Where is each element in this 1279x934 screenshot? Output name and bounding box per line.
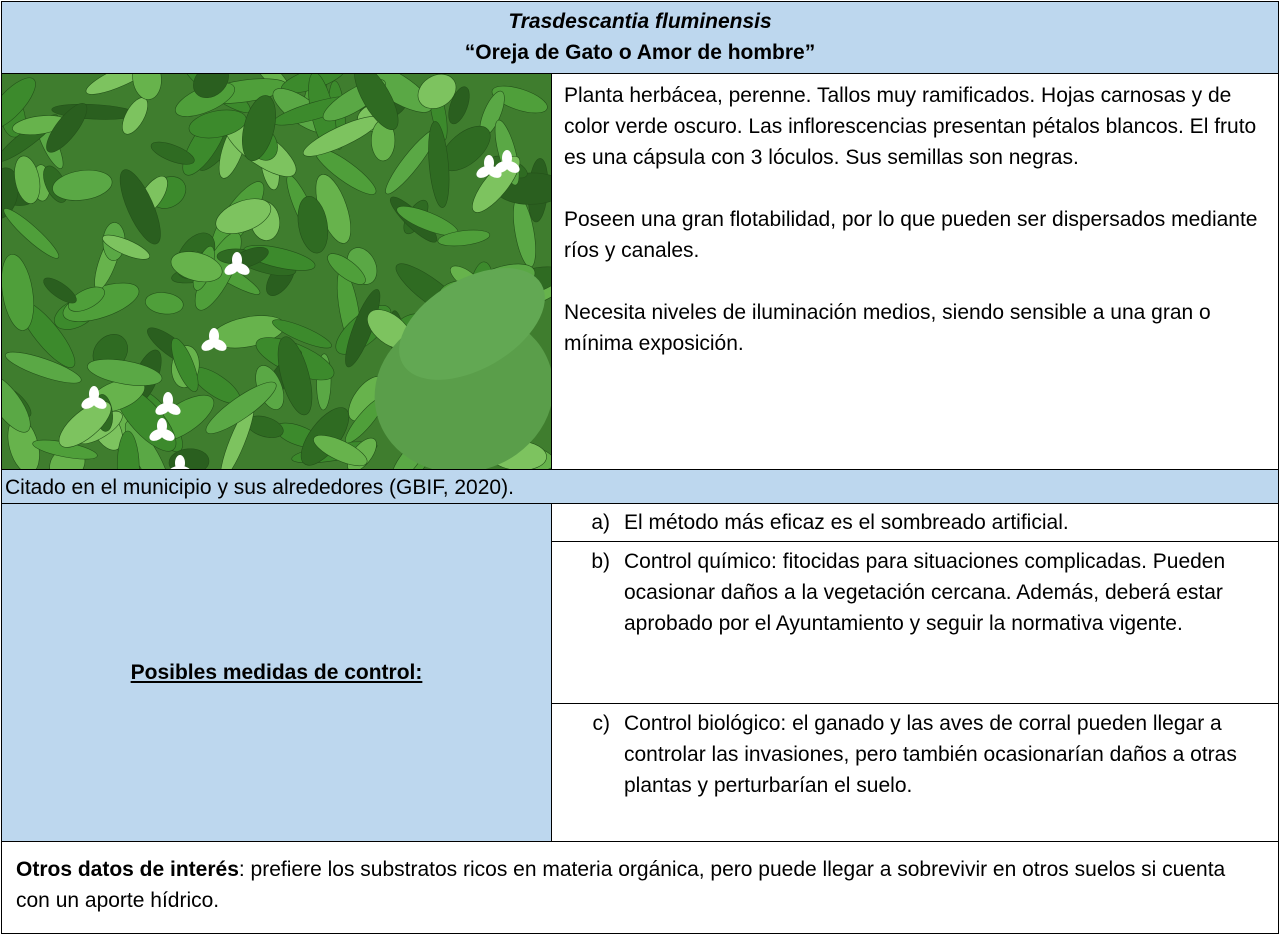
leaf-shape bbox=[14, 155, 41, 204]
leaf-shape bbox=[277, 336, 313, 416]
leaf-shape bbox=[428, 121, 450, 208]
white-flower bbox=[224, 252, 250, 275]
measure-marker: c) bbox=[592, 712, 611, 735]
leaf-shape bbox=[170, 251, 223, 283]
other-info-text: : prefiere los substratos ricos en mater… bbox=[16, 858, 1226, 912]
leaf-shape bbox=[85, 74, 155, 95]
leaf-shape bbox=[448, 86, 470, 125]
control-measure-a: a) El método más eficaz es el sombreado … bbox=[550, 503, 1279, 542]
leaf-shape bbox=[132, 74, 162, 100]
leaf-shape bbox=[2, 77, 36, 130]
leaf-shape bbox=[46, 103, 88, 153]
leaf-shape bbox=[150, 141, 195, 165]
measure-text: Control químico: fitocidas para situacio… bbox=[624, 550, 1226, 635]
leaf-shape bbox=[354, 74, 399, 130]
leaf-shape bbox=[119, 169, 161, 245]
description-paragraph: Necesita niveles de iluminación medios, … bbox=[564, 301, 1211, 355]
plant-photo-cell bbox=[1, 73, 552, 470]
species-title-cell: Trasdescantia fluminensis “Oreja de Gato… bbox=[0, 1, 1279, 74]
leaf-shape bbox=[58, 401, 112, 448]
leaf-shape bbox=[193, 74, 229, 99]
common-name: “Oreja de Gato o Amor de hombre” bbox=[464, 41, 816, 64]
other-info-cell: Otros datos de interés: prefiere los sub… bbox=[0, 841, 1279, 934]
description-paragraph: Poseen una gran flotabilidad, por lo que… bbox=[564, 208, 1258, 262]
leaf-shape bbox=[313, 434, 368, 467]
leaf-shape bbox=[272, 319, 332, 349]
leaf-shape bbox=[171, 337, 199, 392]
measure-text: Control biológico: el ganado y las aves … bbox=[624, 712, 1237, 797]
leaf-shape bbox=[491, 85, 548, 114]
leaf-shape bbox=[102, 234, 151, 260]
leaf-shape bbox=[2, 374, 31, 433]
control-measure-b: b) Control químico: fitocidas para situa… bbox=[550, 541, 1279, 704]
other-info-label: Otros datos de interés bbox=[16, 858, 239, 881]
white-flower bbox=[149, 418, 175, 441]
measure-marker: b) bbox=[591, 550, 610, 573]
leaf-shape bbox=[215, 198, 272, 234]
leaf-shape bbox=[116, 430, 140, 469]
leaf-shape bbox=[417, 74, 457, 109]
leaf-shape bbox=[345, 289, 381, 368]
leaf-shape bbox=[205, 381, 277, 434]
leaf-shape bbox=[327, 253, 366, 285]
leaf-shape bbox=[472, 156, 521, 213]
measure-marker: a) bbox=[591, 511, 610, 534]
leaf-shape bbox=[2, 167, 19, 219]
white-flower bbox=[155, 392, 181, 415]
leaf-shape bbox=[3, 208, 60, 259]
white-flower bbox=[81, 386, 107, 409]
white-flower bbox=[476, 155, 502, 178]
description-paragraph: Planta herbácea, perenne. Tallos muy ram… bbox=[564, 84, 1257, 169]
leaf-shape bbox=[87, 358, 163, 386]
leaf-shape bbox=[297, 196, 329, 254]
plant-photo bbox=[2, 74, 551, 469]
scientific-name: Trasdescantia fluminensis bbox=[508, 10, 772, 33]
leaf-shape bbox=[5, 351, 82, 384]
leaf-shape bbox=[2, 254, 34, 331]
white-flower bbox=[494, 150, 520, 173]
white-flower bbox=[201, 328, 227, 351]
control-measures-label: Posibles medidas de control: bbox=[130, 661, 423, 684]
control-measure-c: c) Control biológico: el ganado y las av… bbox=[550, 703, 1279, 842]
leaf-shape bbox=[242, 95, 276, 162]
leaf-shape bbox=[437, 229, 491, 247]
leaf-shape bbox=[144, 292, 184, 315]
measure-text: El método más eficaz es el sombreado art… bbox=[624, 511, 1069, 534]
large-round-leaf bbox=[399, 268, 545, 380]
white-flower bbox=[167, 455, 193, 469]
citation-text: Citado en el municipio y sus alrededores… bbox=[5, 476, 514, 499]
leaf-shape bbox=[43, 277, 77, 304]
control-measures-label-cell: Posibles medidas de control: bbox=[1, 503, 552, 842]
leaf-shape bbox=[68, 286, 105, 312]
description-cell: Planta herbácea, perenne. Tallos muy ram… bbox=[550, 73, 1279, 470]
citation-cell: Citado en el municipio y sus alrededores… bbox=[0, 469, 1279, 504]
leaf-shape bbox=[52, 169, 113, 201]
